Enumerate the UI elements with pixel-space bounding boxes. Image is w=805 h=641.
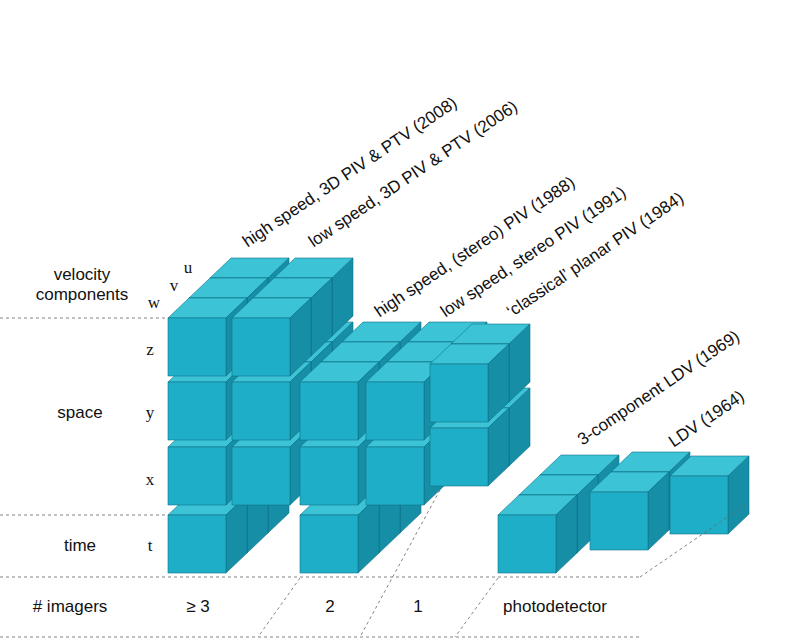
imager-count: 2 bbox=[325, 597, 334, 617]
cube-side bbox=[311, 278, 332, 356]
data-cube bbox=[168, 495, 247, 573]
cube-side bbox=[509, 388, 530, 466]
axis-label: space bbox=[57, 403, 102, 423]
data-cube bbox=[430, 344, 509, 422]
axis-label: # imagers bbox=[33, 597, 108, 617]
data-cube bbox=[590, 472, 669, 550]
cube-front bbox=[590, 492, 648, 550]
cube-front bbox=[300, 447, 358, 505]
cube-side bbox=[728, 456, 749, 534]
guide-line bbox=[360, 490, 440, 637]
data-cube bbox=[300, 495, 379, 573]
guide-line bbox=[258, 578, 300, 637]
data-cube bbox=[498, 495, 577, 573]
guide-line bbox=[0, 515, 168, 516]
axis-label: velocity components bbox=[22, 265, 142, 304]
imager-count: photodetector bbox=[503, 597, 607, 617]
cube-side bbox=[358, 495, 379, 573]
guide-line bbox=[0, 637, 640, 638]
guide-line bbox=[455, 578, 498, 637]
axis-letter: u bbox=[184, 258, 193, 278]
imager-count: ≥ 3 bbox=[186, 597, 210, 617]
cube-front bbox=[430, 428, 488, 486]
axis-label: time bbox=[64, 536, 96, 556]
axis-letter: x bbox=[146, 470, 155, 490]
method-label: 3-component LDV (1969) bbox=[574, 327, 743, 450]
cube-front bbox=[168, 447, 226, 505]
cube-front bbox=[366, 447, 424, 505]
guide-line bbox=[0, 577, 168, 578]
cube-side bbox=[488, 344, 509, 422]
cube-front bbox=[366, 382, 424, 440]
cube-front bbox=[300, 382, 358, 440]
guide-line bbox=[168, 577, 640, 578]
cube-front bbox=[670, 476, 728, 534]
guide-line bbox=[640, 505, 745, 577]
axis-letter: y bbox=[146, 403, 155, 423]
data-cube bbox=[232, 298, 311, 376]
cube-front bbox=[168, 382, 226, 440]
guide-line bbox=[0, 318, 168, 319]
axis-letter: t bbox=[148, 536, 153, 556]
cube-front bbox=[498, 515, 556, 573]
cube-side bbox=[332, 258, 353, 336]
cube-front bbox=[232, 318, 290, 376]
cube-front bbox=[168, 515, 226, 573]
data-cube bbox=[670, 456, 749, 534]
axis-letter: v bbox=[170, 276, 179, 296]
cube-front bbox=[232, 447, 290, 505]
cube-side bbox=[226, 495, 247, 573]
axis-letter: w bbox=[148, 293, 160, 313]
cube-front bbox=[300, 515, 358, 573]
cube-side bbox=[488, 408, 509, 486]
cube-front bbox=[168, 318, 226, 376]
cube-side bbox=[648, 472, 669, 550]
method-label: LDV (1964) bbox=[665, 387, 748, 452]
cube-front bbox=[232, 382, 290, 440]
guide-lines bbox=[0, 318, 745, 637]
cube-side bbox=[556, 495, 577, 573]
cube-front bbox=[430, 364, 488, 422]
cube-side bbox=[509, 324, 530, 402]
imager-count: 1 bbox=[413, 597, 422, 617]
cube-side bbox=[290, 298, 311, 376]
axis-letter: z bbox=[146, 340, 154, 360]
